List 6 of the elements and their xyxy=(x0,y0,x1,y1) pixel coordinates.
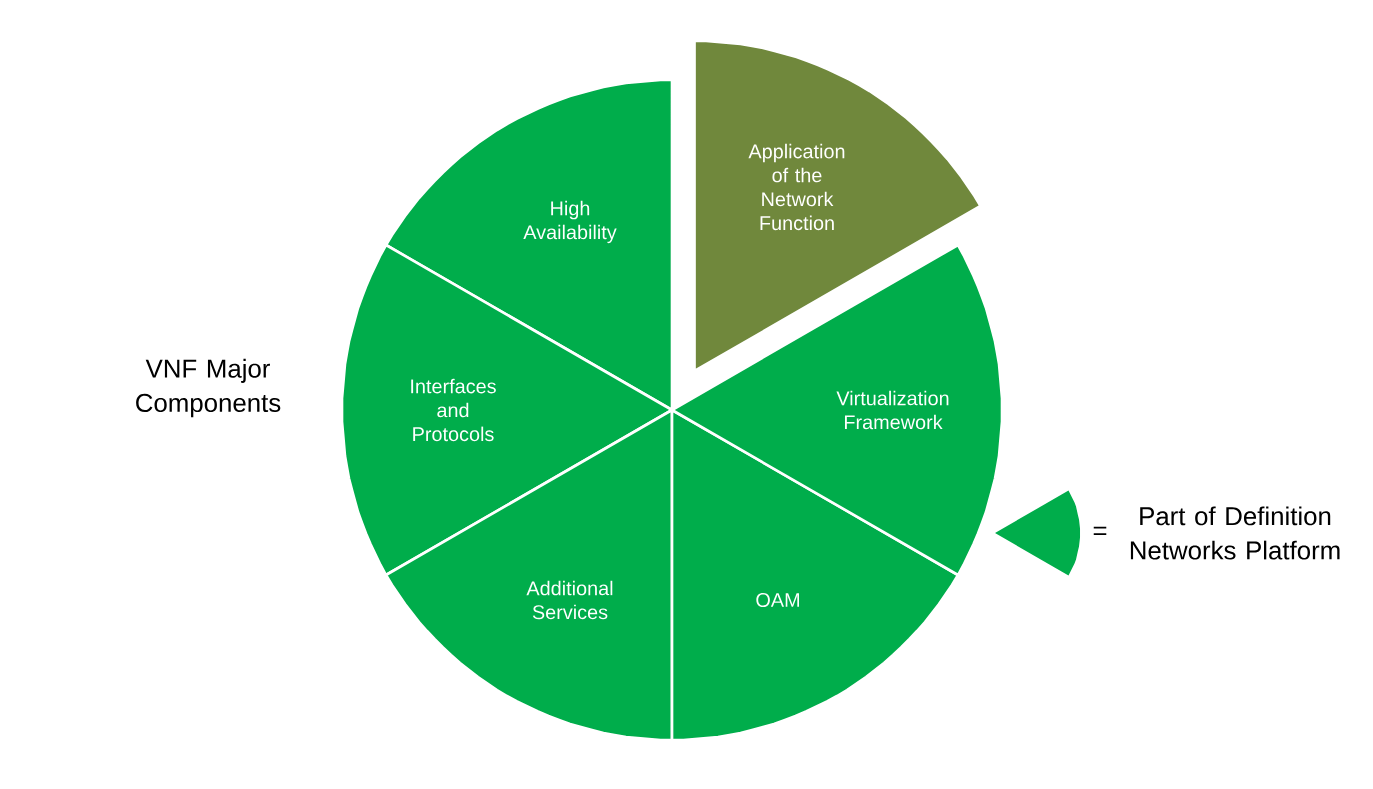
title-label: VNF Major Components xyxy=(136,358,281,418)
equals-sign: = xyxy=(1093,526,1107,535)
legend-text: Part of Definition Networks Platform xyxy=(1130,506,1340,560)
pie-slice: Interfaces and Protocols xyxy=(340,243,674,577)
pie-slice: Virtualization Framework xyxy=(670,243,1004,577)
pie-slice: Application of the Network Function xyxy=(693,39,982,373)
